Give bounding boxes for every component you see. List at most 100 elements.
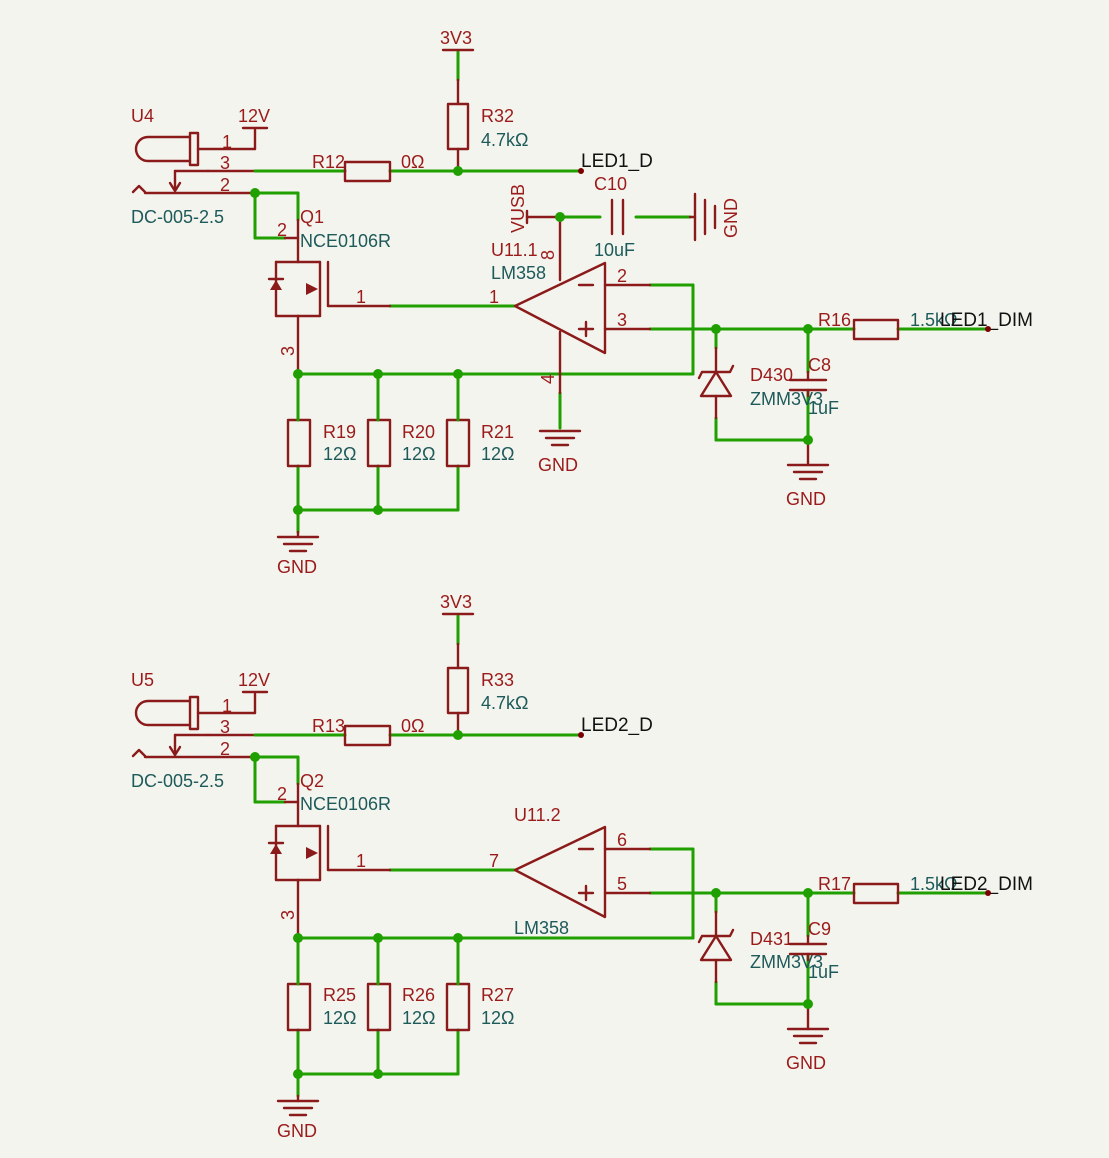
u11-1-gnd-pin-label: 4 <box>538 374 558 384</box>
circuit2-junctions <box>250 730 991 1079</box>
r32-resistor <box>446 102 470 151</box>
gnd-symbol-sense-2 <box>276 1094 320 1117</box>
u4-pin2-label: 2 <box>220 175 230 195</box>
q1-source-pin-label: 3 <box>278 346 298 356</box>
q2-source-pin-label: 3 <box>278 910 298 920</box>
opamp-u11-1 <box>513 209 652 395</box>
u4-value-label: DC-005-2.5 <box>131 207 224 227</box>
net-led2-d-label: LED2_D <box>581 715 653 736</box>
r26-ref-label: R26 <box>402 985 435 1005</box>
u5-ref-label: U5 <box>131 670 154 690</box>
r27-resistor <box>445 982 471 1032</box>
gnd-symbol-zener <box>786 438 830 481</box>
q1-drain-pin-label: 2 <box>277 220 287 240</box>
q1-gate-pin-label: 1 <box>356 287 366 307</box>
u4-pin1-label: 1 <box>222 132 232 152</box>
u11-1-vcc-pin-label: 8 <box>538 250 558 260</box>
gnd-opamp-label: GND <box>538 455 578 475</box>
dc-jack-u5 <box>131 690 269 759</box>
zener-d430 <box>697 346 735 420</box>
r16-ref-label: R16 <box>818 310 851 330</box>
mosfet-q2 <box>267 782 392 940</box>
circuit1-wires <box>253 50 990 534</box>
net-led2-dim-label: LED2_DIM <box>940 874 1033 895</box>
r12-ref-label: R12 <box>312 152 345 172</box>
circuit2-wires <box>253 614 990 1098</box>
mosfet-q1 <box>267 218 392 376</box>
u11-2-out-pin-label: 7 <box>489 851 499 871</box>
led1-driver-circuit: U4 DC-005-2.5 12V 1 3 2 R12 0Ω <box>131 28 1033 577</box>
q2-gate-pin-label: 1 <box>356 851 366 871</box>
d431-ref-label: D431 <box>750 929 793 949</box>
r16-resistor <box>852 318 900 341</box>
r27-ref-label: R27 <box>481 985 514 1005</box>
gnd-sense-label: GND <box>277 557 317 577</box>
r25-resistor <box>286 982 312 1032</box>
u5-pin3-label: 3 <box>220 717 230 737</box>
r26-value-label: 12Ω <box>402 1008 435 1028</box>
r26-resistor <box>366 982 392 1032</box>
u11-1-out-pin-label: 1 <box>489 287 499 307</box>
gnd-zener-label-2: GND <box>786 1053 826 1073</box>
c8-ref-label: C8 <box>808 355 831 375</box>
u11-2-inp-pin-label: 5 <box>617 874 627 894</box>
q2-drain-pin-label: 2 <box>277 784 287 804</box>
r21-ref-label: R21 <box>481 422 514 442</box>
q1-value-label: NCE0106R <box>300 231 391 251</box>
c8-value-label: 1uF <box>808 398 839 418</box>
supply-12v-label-2: 12V <box>238 670 270 690</box>
zener-d431 <box>697 910 735 984</box>
r25-ref-label: R25 <box>323 985 356 1005</box>
d431-value-label: ZMM3V3 <box>750 952 823 972</box>
vcc-3v3-label-2: 3V3 <box>440 592 472 612</box>
u11-2-value-label: LM358 <box>514 918 569 938</box>
q1-ref-label: Q1 <box>300 207 324 227</box>
r27-value-label: 12Ω <box>481 1008 514 1028</box>
u5-pin2-label: 2 <box>220 739 230 759</box>
supply-12v-label: 12V <box>238 106 270 126</box>
r13-value-label: 0Ω <box>401 716 424 736</box>
r13-resistor <box>343 724 392 747</box>
net-led1-dim-label: LED1_DIM <box>940 310 1033 331</box>
r21-resistor <box>445 418 471 468</box>
r20-ref-label: R20 <box>402 422 435 442</box>
gnd-sense-label-2: GND <box>277 1121 317 1141</box>
r19-resistor <box>286 418 312 468</box>
u11-2-inm-pin-label: 6 <box>617 830 627 850</box>
r17-resistor <box>852 882 900 905</box>
r20-resistor <box>366 418 392 468</box>
c8-capacitor <box>788 370 828 398</box>
r12-value-label: 0Ω <box>401 152 424 172</box>
r32-ref-label: R32 <box>481 106 514 126</box>
r33-resistor <box>446 666 470 715</box>
c10-capacitor <box>610 192 717 242</box>
gnd-symbol-opamp <box>538 429 582 447</box>
u11-1-ref-label: U11.1 <box>491 240 538 260</box>
r33-value-label: 4.7kΩ <box>481 693 528 713</box>
u11-1-inm-pin-label: 2 <box>617 266 627 286</box>
c9-capacitor <box>788 934 828 962</box>
q2-ref-label: Q2 <box>300 771 324 791</box>
u5-pin1-label: 1 <box>222 696 232 716</box>
c9-ref-label: C9 <box>808 919 831 939</box>
c10-ref-label: C10 <box>594 174 627 194</box>
gnd-zener-label: GND <box>786 489 826 509</box>
r17-value-label: 1.5kΩ <box>910 874 957 894</box>
vcc-3v3-label: 3V3 <box>440 28 472 48</box>
r20-value-label: 12Ω <box>402 444 435 464</box>
r17-ref-label: R17 <box>818 874 851 894</box>
r19-value-label: 12Ω <box>323 444 356 464</box>
u11-1-value-label: LM358 <box>491 263 546 283</box>
c10-value-label: 10uF <box>594 240 635 260</box>
led2-driver-circuit: U5 DC-005-2.5 12V 1 3 2 R13 0Ω 3V3 R33 <box>131 592 1033 1141</box>
d430-ref-label: D430 <box>750 365 793 385</box>
c9-value-label: 1uF <box>808 962 839 982</box>
d430-value-label: ZMM3V3 <box>750 389 823 409</box>
c10-gnd-label: GND <box>721 198 741 238</box>
u5-value-label: DC-005-2.5 <box>131 771 224 791</box>
u4-ref-label: U4 <box>131 106 154 126</box>
r12-resistor <box>343 160 392 183</box>
r25-value-label: 12Ω <box>323 1008 356 1028</box>
r33-ref-label: R33 <box>481 670 514 690</box>
